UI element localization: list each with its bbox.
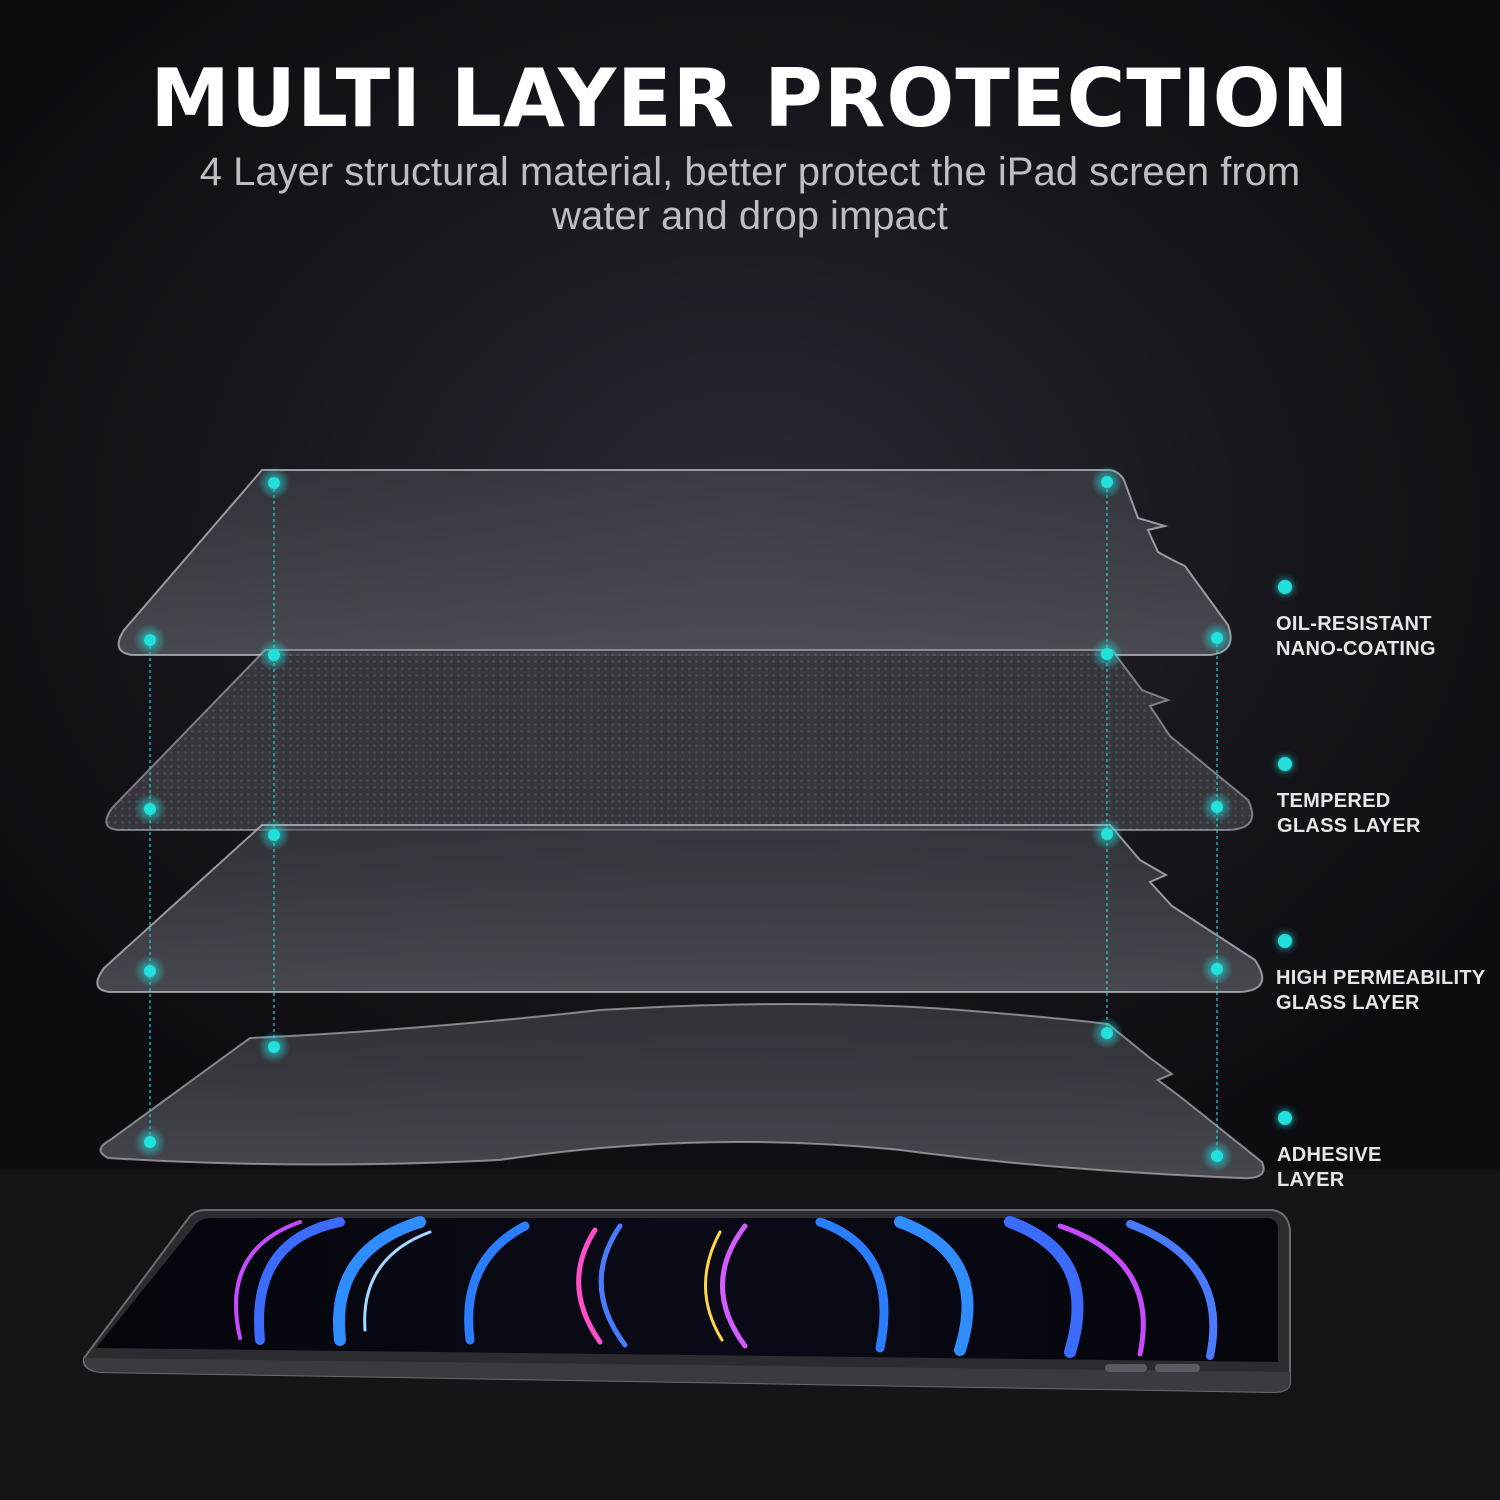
layer-label-tempered-glass: TEMPERED GLASS LAYER: [1277, 789, 1421, 839]
layer-marker-dot: [1278, 580, 1292, 594]
alignment-dot: [1091, 1017, 1123, 1049]
layer-marker-dot: [1278, 757, 1292, 771]
tempered-glass-sheet: [105, 649, 1254, 831]
layer-marker-dot: [1278, 1111, 1292, 1125]
alignment-dot: [258, 1031, 290, 1063]
layer-label-oil-resistant: OIL-RESISTANT NANO-COATING: [1276, 612, 1436, 662]
layer-label-adhesive: ADHESIVE LAYER: [1277, 1143, 1382, 1193]
subtitle-line-1: 4 Layer structural material, better prot…: [199, 150, 1301, 194]
alignment-dot: [1091, 818, 1123, 850]
layer-label-line: LAYER: [1277, 1169, 1345, 1191]
alignment-dot: [134, 624, 166, 656]
volume-button: [1155, 1364, 1200, 1372]
alignment-dots: [134, 466, 1233, 1172]
high-permeability-glass-sheet: [96, 824, 1264, 993]
alignment-dot: [1091, 638, 1123, 670]
layer-label-line: OIL-RESISTANT: [1276, 613, 1432, 635]
alignment-dot: [134, 955, 166, 987]
ipad-screen: [96, 1218, 1278, 1362]
alignment-dot: [1201, 1140, 1233, 1172]
page-subtitle: 4 Layer structural material, better prot…: [90, 150, 1410, 238]
alignment-dot: [1201, 622, 1233, 654]
layer-marker-dot: [1278, 934, 1292, 948]
volume-button: [1105, 1364, 1147, 1372]
alignment-dot: [1201, 791, 1233, 823]
alignment-dot: [258, 467, 290, 499]
page-title: MULTI LAYER PROTECTION: [150, 52, 1350, 145]
alignment-lines: [149, 483, 1218, 1156]
layer-label-line: GLASS LAYER: [1277, 815, 1421, 837]
alignment-dot: [258, 639, 290, 671]
alignment-dot: [134, 793, 166, 825]
layer-label-line: ADHESIVE: [1277, 1144, 1382, 1166]
wallpaper-arcs: [234, 1216, 1218, 1360]
layer-label-line: NANO-COATING: [1276, 638, 1436, 660]
oil-resistant-coating-sheet: [117, 469, 1232, 656]
alignment-dot: [134, 1126, 166, 1158]
alignment-dot: [258, 819, 290, 851]
alignment-dot: [1201, 953, 1233, 985]
layer-label-high-permeability: HIGH PERMEABILITY GLASS LAYER: [1276, 966, 1486, 1016]
subtitle-line-2: water and drop impact: [552, 194, 948, 238]
ipad-device: [82, 1209, 1291, 1394]
alignment-dot: [1091, 466, 1123, 498]
layer-label-line: TEMPERED: [1277, 790, 1391, 812]
layer-label-line: GLASS LAYER: [1276, 992, 1420, 1014]
layer-label-line: HIGH PERMEABILITY: [1276, 967, 1486, 989]
adhesive-sheet: [99, 1003, 1265, 1180]
